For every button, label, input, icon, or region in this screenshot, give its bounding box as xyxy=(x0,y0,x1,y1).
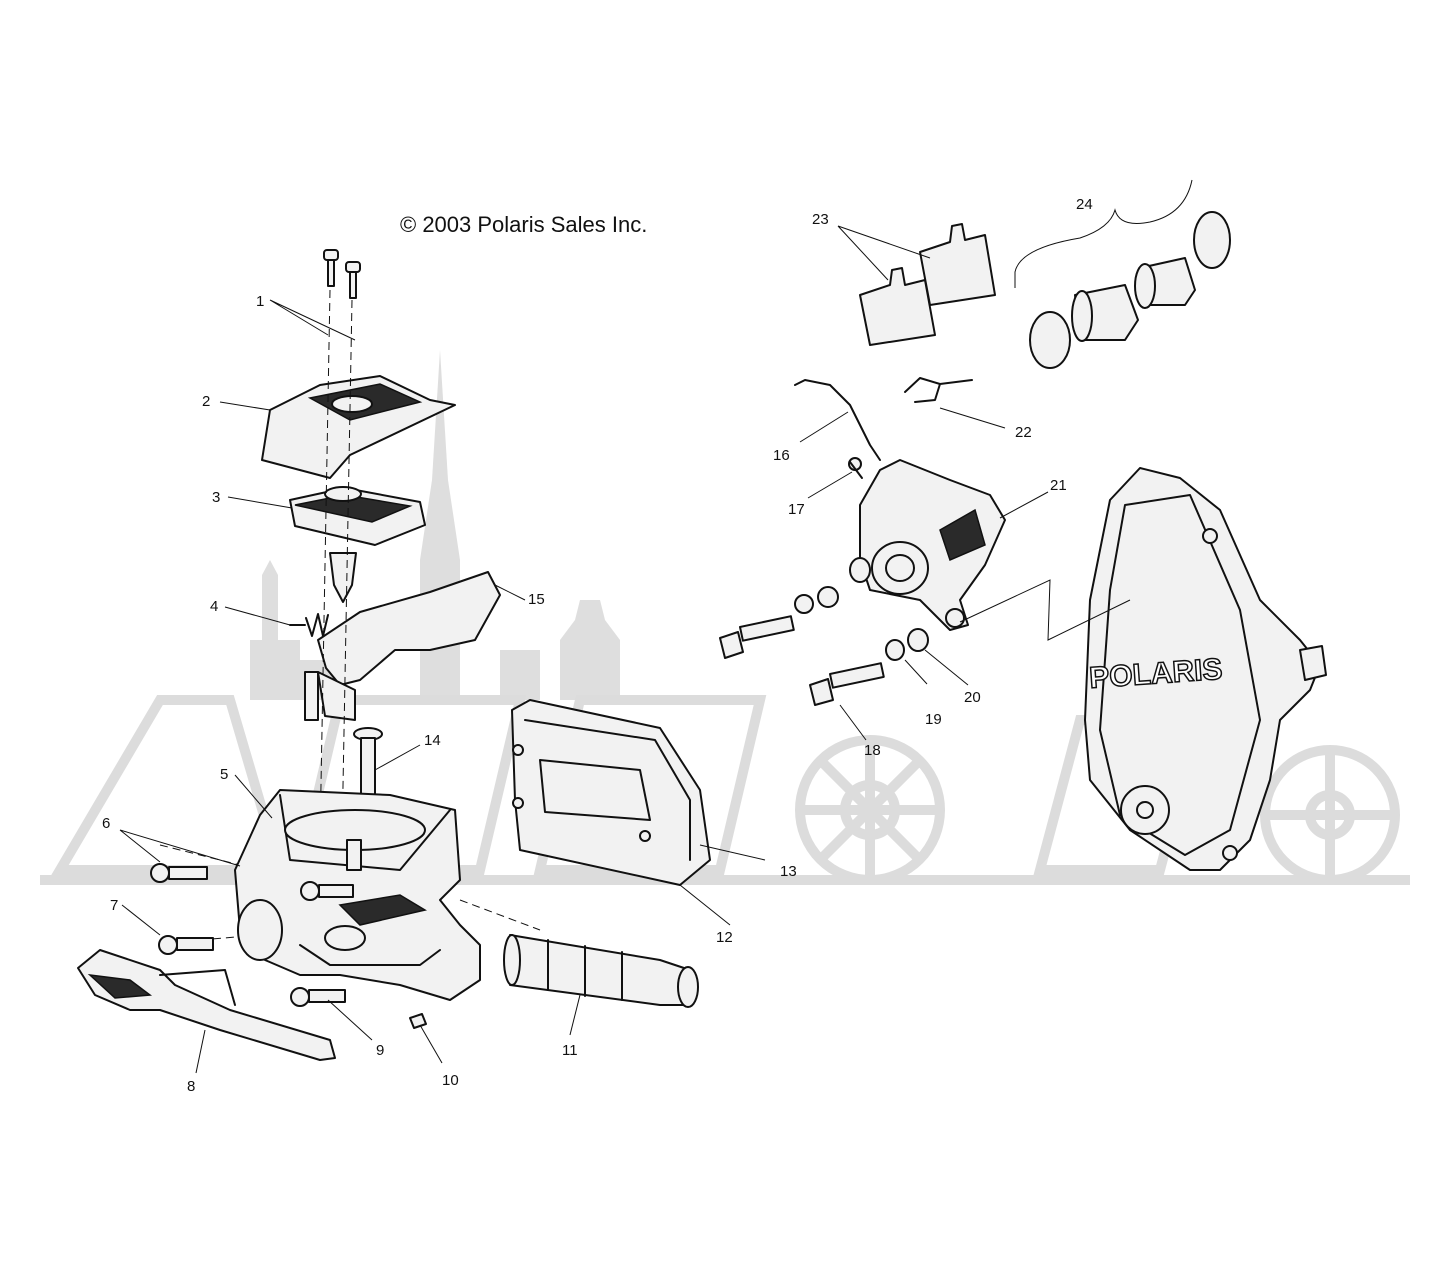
callout-2: 2 xyxy=(202,393,210,410)
part-5-master-cylinder-body xyxy=(234,789,481,1001)
callout-19: 19 xyxy=(925,711,942,728)
caliper-assembly: POLARIS xyxy=(719,211,1327,871)
part-18-bolts xyxy=(719,615,885,706)
part-1-screws xyxy=(323,249,361,299)
callout-24: 24 xyxy=(1076,196,1093,213)
callout-18: 18 xyxy=(864,742,881,759)
callout-labels: 1 2 3 4 5 6 7 8 9 10 11 12 13 14 15 16 1… xyxy=(102,196,1093,1095)
part-6-bolt xyxy=(150,863,354,901)
copyright-text: © 2003 Polaris Sales Inc. xyxy=(400,212,647,237)
callout-15: 15 xyxy=(528,591,545,608)
callout-4: 4 xyxy=(210,598,218,615)
callout-14: 14 xyxy=(424,732,441,749)
part-19-20-washers xyxy=(794,586,929,661)
callout-13: 13 xyxy=(780,863,797,880)
part-11-grip-sleeve xyxy=(503,934,699,1008)
part-2-reservoir-cover xyxy=(261,375,456,479)
callout-8: 8 xyxy=(187,1078,195,1095)
callout-20: 20 xyxy=(964,689,981,706)
callout-17: 17 xyxy=(788,501,805,518)
part-22-clip xyxy=(904,377,973,403)
callout-7: 7 xyxy=(110,897,118,914)
part-12-housing-cover xyxy=(511,699,711,886)
callout-21: 21 xyxy=(1050,477,1067,494)
callout-1: 1 xyxy=(256,293,264,310)
part-10-clip xyxy=(409,1013,427,1029)
part-15-lever-arm xyxy=(304,571,501,721)
callout-6: 6 xyxy=(102,815,110,832)
part-9-bolt xyxy=(290,987,346,1007)
part-7-bolt xyxy=(158,935,214,955)
part-8-brake-lever xyxy=(77,949,336,1061)
part-24-pistons-seals xyxy=(1029,211,1231,369)
master-cylinder-assembly xyxy=(77,249,711,1061)
leader-lines xyxy=(119,179,1193,1074)
callout-3: 3 xyxy=(212,489,220,506)
chaincase-cover: POLARIS xyxy=(1084,467,1327,871)
part-16-brake-hose xyxy=(794,379,881,461)
callout-9: 9 xyxy=(376,1042,384,1059)
callout-16: 16 xyxy=(773,447,790,464)
part-23-brake-pads xyxy=(859,223,996,346)
part-3-diaphragm xyxy=(289,486,426,546)
callout-12: 12 xyxy=(716,929,733,946)
callout-22: 22 xyxy=(1015,424,1032,441)
callout-10: 10 xyxy=(442,1072,459,1089)
part-21-caliper xyxy=(848,457,1006,631)
callout-11: 11 xyxy=(562,1042,578,1059)
part-4-spring xyxy=(289,613,329,637)
callout-23: 23 xyxy=(812,211,829,228)
callout-5: 5 xyxy=(220,766,228,783)
